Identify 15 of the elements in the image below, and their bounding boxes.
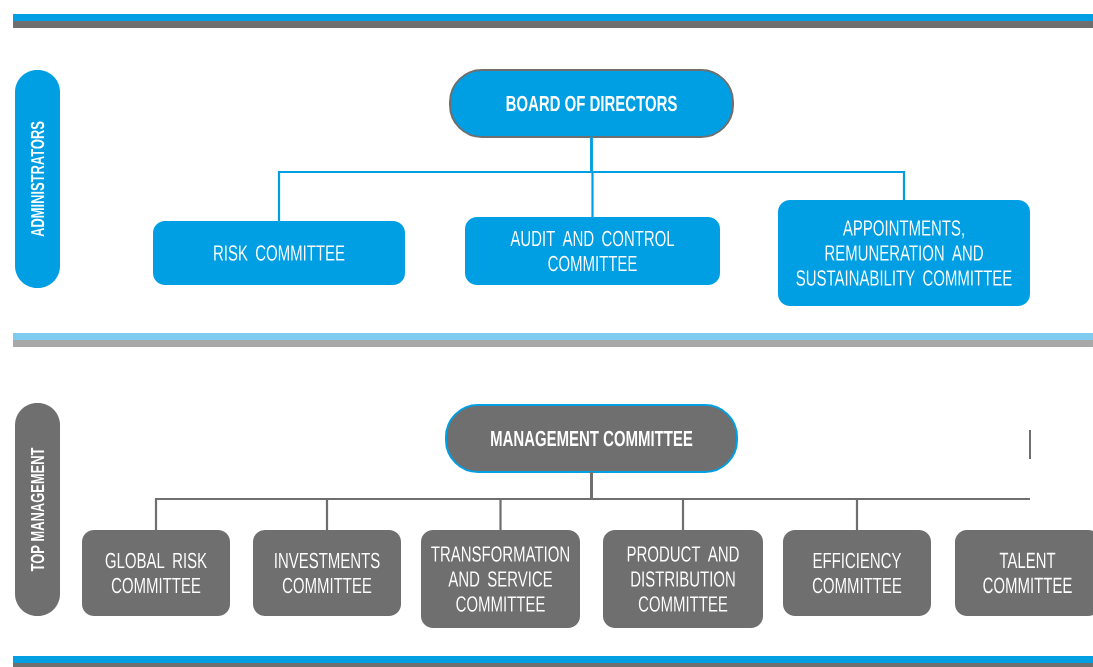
connector-line (590, 137, 906, 200)
committee-box: AUDIT AND CONTROL COMMITTEE (465, 217, 720, 285)
committee-pill: MANAGEMENT COMMITTEE (445, 404, 738, 473)
committee-box: RISK COMMITTEE (153, 221, 405, 285)
section-band: ADMINISTRATORS (15, 70, 60, 288)
connector-line (590, 472, 859, 530)
committee-box: PRODUCT AND DISTRIBUTION COMMITTEE (603, 530, 763, 628)
committee-box: GLOBAL RISK COMMITTEE (82, 530, 230, 616)
committee-box: INVESTMENTS COMMITTEE (253, 530, 401, 616)
committee-box: EFFICIENCY COMMITTEE (783, 530, 931, 616)
section-band: TOP MANAGEMENT (15, 403, 60, 616)
committee-box: APPOINTMENTS, REMUNERATION AND SUSTAINABILITY COMMITTEE (778, 200, 1030, 306)
board-pill: BOARD OF DIRECTORS (449, 69, 734, 138)
committee-box: TRANSFORMATION AND SERVICE COMMITTEE (421, 530, 580, 628)
committee-box: TALENT COMMITTEE (955, 530, 1093, 616)
